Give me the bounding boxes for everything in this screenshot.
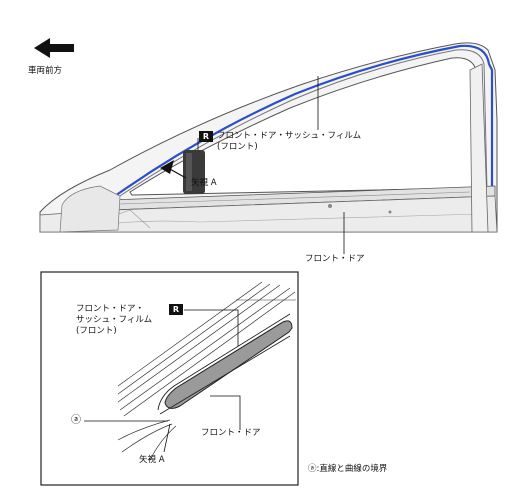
view-arrow-icon	[160, 160, 174, 174]
film-label-detail-1: フロント・ドア・	[76, 304, 145, 314]
leader-door-detail	[210, 395, 241, 430]
door-label-top: フロント・ドア	[305, 254, 365, 264]
r-badge-detail: R	[169, 304, 183, 315]
leader-view-detail	[163, 423, 171, 453]
film-label-top: フロント・ドア・サッシュ・フィルム	[217, 131, 362, 141]
direction-label: 車両前方	[28, 66, 63, 76]
marker-a-detail: ⓐ	[71, 415, 81, 426]
door-illustration	[39, 42, 498, 233]
film-label-detail-3: (フロント)	[76, 326, 117, 336]
r-badge-top: R	[199, 131, 213, 142]
view-label-top: 矢視 A	[191, 178, 217, 188]
legend-text: ⓐ:直線と曲線の境界	[308, 464, 388, 474]
detail-film-strip	[164, 320, 293, 409]
forward-arrow-icon	[34, 38, 74, 58]
view-label-detail: 矢視 A	[139, 455, 165, 465]
film-label-top-sub: (フロント)	[217, 142, 258, 152]
sash-film-line	[114, 44, 494, 200]
film-label-detail-2: サッシュ・フィルム	[76, 315, 153, 325]
door-label-detail: フロント・ドア	[201, 428, 261, 438]
leader-film-detail	[184, 309, 239, 346]
detail-illustration	[117, 281, 296, 461]
